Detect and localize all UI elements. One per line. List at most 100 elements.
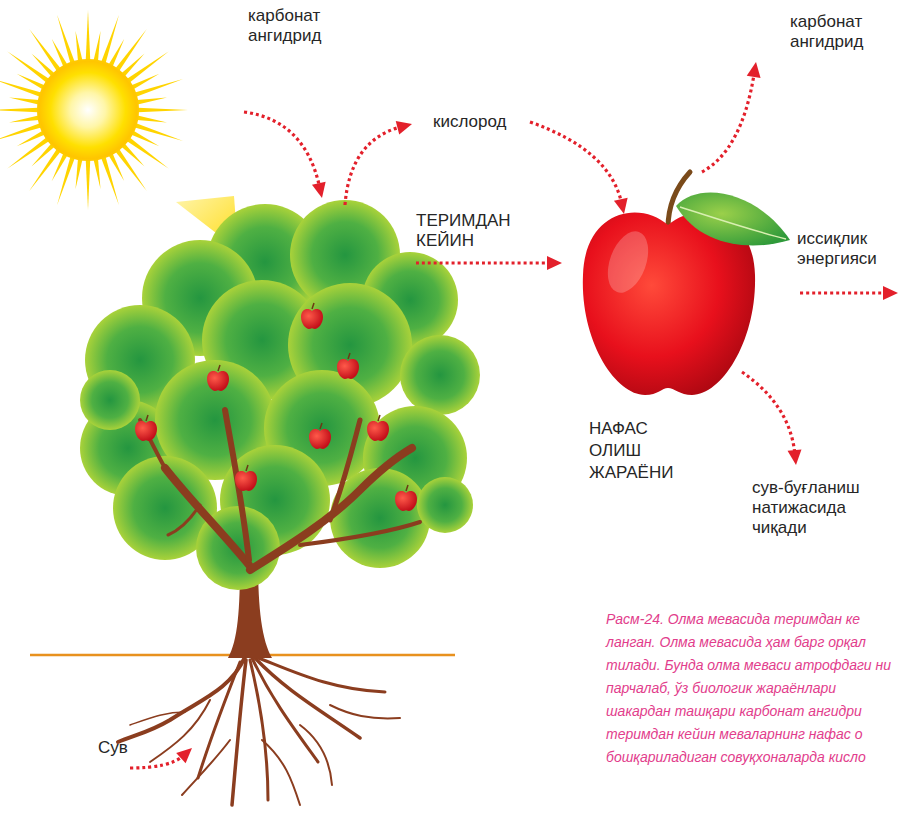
sun-ray: [86, 10, 90, 60]
small-apple: [235, 465, 257, 491]
sun-ray: [135, 79, 183, 97]
apple-leaf: [676, 193, 790, 246]
small-apple-body: [337, 359, 359, 379]
tree-foliage: [417, 477, 473, 533]
apple-highlight: [600, 226, 656, 298]
arrowhead: [788, 449, 802, 465]
sun-ray: [116, 149, 147, 191]
dotted-arrow: [416, 256, 562, 270]
small-apple-body: [235, 471, 257, 491]
sun-ray: [7, 138, 49, 169]
dotted-arrow: [345, 121, 412, 205]
tree-root: [262, 740, 300, 805]
process-label: карбонат ангидрид: [248, 6, 321, 46]
arrowhead: [176, 748, 192, 763]
sun-ray: [138, 108, 188, 112]
sun-ray: [0, 123, 41, 141]
dotted-arrow-line: [530, 122, 622, 203]
sun-ray: [94, 159, 101, 189]
sun-ray: [0, 108, 38, 112]
tree-root: [232, 660, 246, 805]
apple-leaf-vein: [680, 207, 786, 239]
process-label: НАФАС ОЛИШ ЖАРАЁНИ: [589, 418, 673, 484]
sun-ray: [75, 159, 82, 189]
small-apple: [207, 365, 229, 391]
tree-root: [198, 662, 240, 778]
tree-branch: [330, 420, 360, 520]
figure-caption: Расм-24. Олма мевасида теримдан ке ланга…: [606, 608, 902, 769]
sun-ray: [86, 160, 90, 210]
dotted-arrow-line: [244, 112, 320, 187]
apple: [583, 172, 790, 395]
arrowhead: [396, 121, 412, 135]
small-apple: [395, 485, 417, 511]
tree-root: [256, 657, 385, 692]
arrowhead: [883, 286, 898, 300]
small-apple-body: [207, 371, 229, 391]
small-apple-body: [301, 309, 323, 329]
dotted-arrow-line: [130, 755, 184, 768]
dotted-arrow: [800, 286, 898, 300]
tree-root: [130, 712, 185, 725]
small-apple: [309, 423, 331, 449]
tree-foliage: [400, 335, 480, 415]
process-label: ТЕРИМДАН КЕЙИН: [416, 211, 511, 251]
arrowhead: [547, 256, 562, 270]
dotted-arrow-line: [345, 127, 401, 205]
dotted-arrow-line: [742, 372, 795, 454]
sun-ray: [29, 29, 60, 71]
dotted-arrow: [742, 372, 801, 465]
process-label: сув-буғланиш натижасида чиқади: [752, 478, 880, 538]
small-apple-stem: [406, 485, 408, 491]
dotted-arrow-line: [800, 291, 887, 294]
sun-ray: [137, 97, 167, 104]
small-apple-body: [367, 421, 389, 441]
tree-foliage: [80, 370, 140, 430]
dotted-arrow: [130, 748, 192, 768]
sun-ray: [94, 31, 101, 61]
sun-ray: [116, 29, 147, 71]
sun-ray: [101, 157, 119, 205]
sun-ray: [75, 31, 82, 61]
tree-branch: [300, 522, 420, 545]
arrowhead: [747, 62, 761, 78]
arrowhead: [312, 182, 326, 198]
process-label: карбонат ангидрид: [790, 12, 863, 52]
small-apple-stem: [146, 415, 148, 421]
sun-disc: [38, 60, 138, 160]
tree-root: [182, 740, 230, 795]
small-apple-body: [309, 429, 331, 449]
tree-root: [252, 658, 318, 762]
small-apple-stem: [378, 415, 380, 421]
tree-branch: [250, 448, 412, 570]
sun-ray: [127, 138, 169, 169]
dotted-arrow: [244, 112, 326, 198]
sun-ray: [127, 51, 169, 82]
sun-ray: [9, 97, 39, 104]
small-apple-stem: [348, 353, 350, 359]
sun-ray: [137, 116, 167, 123]
sun-ray: [57, 15, 75, 63]
dotted-arrow-line: [702, 73, 754, 172]
dotted-arrow-line: [416, 261, 551, 264]
sun-ray: [9, 116, 39, 123]
small-apple: [337, 353, 359, 379]
process-label: кислород: [433, 112, 506, 132]
small-apple-stem: [218, 365, 220, 371]
dotted-arrow: [702, 62, 761, 172]
small-apple-body: [395, 491, 417, 511]
arrowhead: [614, 198, 628, 214]
small-apple-stem: [320, 423, 322, 429]
tree-root: [330, 705, 400, 718]
sun: [0, 10, 188, 210]
small-apple: [367, 415, 389, 441]
sun-ray: [29, 149, 60, 191]
small-apple: [301, 303, 323, 329]
tree-branch: [168, 505, 200, 535]
tree-root: [254, 657, 360, 738]
process-label: иссиқлик энергияси: [797, 229, 877, 269]
process-label: Сув: [98, 738, 128, 758]
tree-root: [300, 725, 332, 785]
sun-ray: [7, 51, 49, 82]
